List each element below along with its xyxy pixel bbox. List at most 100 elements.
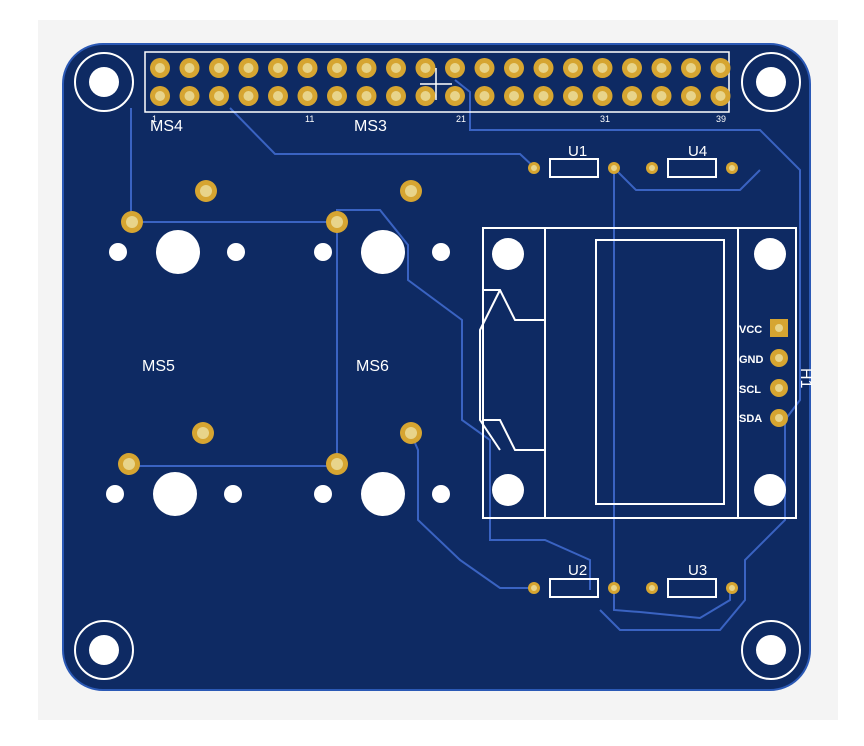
connector-pin-label-scl: SCL xyxy=(739,384,761,396)
switch-ref-ms3: MS3 xyxy=(354,118,387,135)
mounting-hole xyxy=(89,67,119,97)
switch-pad-hole xyxy=(405,427,417,439)
switch-pad-hole xyxy=(200,185,212,197)
header-pad-hole xyxy=(450,91,460,101)
header-pad-hole xyxy=(243,91,254,101)
header-pad-hole xyxy=(391,91,401,101)
header-pad-hole xyxy=(155,63,165,73)
switch-center-hole xyxy=(156,230,200,274)
header-pad-hole xyxy=(568,91,578,101)
header-pad-hole xyxy=(509,91,519,101)
header-pad-hole xyxy=(184,91,195,101)
component-body xyxy=(667,158,717,178)
switch-center-hole xyxy=(153,472,197,516)
header-pad-hole xyxy=(479,63,490,73)
trace xyxy=(613,167,761,191)
switch-peg-hole xyxy=(432,485,450,503)
display-mount-hole xyxy=(492,474,524,506)
connector-pad-hole xyxy=(775,414,783,422)
component-pad-hole xyxy=(611,585,617,591)
component-pad-hole xyxy=(649,585,655,591)
switch-peg-hole xyxy=(314,485,332,503)
component-ref-u3: U3 xyxy=(688,562,707,579)
display-connector-pads xyxy=(770,319,788,427)
component-ref-u4: U4 xyxy=(688,143,707,160)
display-mount-holes xyxy=(492,238,786,506)
mounting-holes xyxy=(74,52,801,680)
header-pad-hole xyxy=(302,91,313,101)
header-pin-marker-31: 31 xyxy=(600,114,610,124)
header-pad-hole xyxy=(509,63,519,73)
header-pad-hole xyxy=(538,91,549,101)
switch-pad-hole xyxy=(331,458,343,470)
switch-peg-hole xyxy=(109,243,127,261)
header-pin-marker-11: 11 xyxy=(305,114,314,124)
trace xyxy=(336,209,591,590)
header-pad-hole xyxy=(302,63,313,73)
trace xyxy=(411,435,533,589)
display-glass-outline xyxy=(544,227,739,519)
header-pad-hole xyxy=(597,91,608,101)
switch-peg-hole xyxy=(224,485,242,503)
switch-peg-hole xyxy=(227,243,245,261)
display-active-area xyxy=(595,239,725,505)
header-pad-hole xyxy=(332,63,342,73)
trace xyxy=(229,107,536,169)
header-pad-hole xyxy=(450,63,460,73)
header-pad-hole xyxy=(214,91,224,101)
connector-ref-h1: H1 xyxy=(797,368,814,389)
component-ref-u1: U1 xyxy=(568,143,587,160)
component-body xyxy=(667,578,717,598)
component-body xyxy=(549,158,599,178)
header-pad-hole xyxy=(597,63,608,73)
header-pin-marker-1: 1 xyxy=(152,114,157,124)
header-pad-hole xyxy=(627,91,637,101)
header-pad-hole xyxy=(184,63,195,73)
switch-ref-ms6: MS6 xyxy=(356,358,389,375)
connector-pad-hole xyxy=(775,354,783,362)
component-body xyxy=(549,578,599,598)
header-pad-hole xyxy=(656,63,667,73)
trace xyxy=(639,590,731,620)
component-pad-hole xyxy=(729,165,735,171)
header-pad-hole xyxy=(361,63,372,73)
header-pad-hole xyxy=(627,63,637,73)
mounting-hole-ring xyxy=(741,620,801,680)
header-pad-hole xyxy=(568,63,578,73)
display-flex-tab xyxy=(479,289,545,451)
mounting-hole-ring xyxy=(741,52,801,112)
header-pad-hole xyxy=(479,91,490,101)
mounting-hole-ring xyxy=(74,620,134,680)
pin1-crosshair-icon xyxy=(420,68,452,100)
header-pad-hole xyxy=(391,63,401,73)
header-pad-hole xyxy=(361,91,372,101)
header-pad-hole xyxy=(243,63,254,73)
header-pad-hole xyxy=(686,91,696,101)
switch-center-hole xyxy=(361,230,405,274)
mounting-hole-ring xyxy=(74,52,134,112)
switch-center-hole xyxy=(361,472,405,516)
display-mount-hole xyxy=(492,238,524,270)
connector-pin-label-sda: SDA xyxy=(739,413,762,425)
header-pad-hole xyxy=(656,91,667,101)
switch-ref-ms4: MS4 xyxy=(150,118,183,135)
switch-peg-hole xyxy=(106,485,124,503)
component-footprints xyxy=(528,158,738,598)
header-pad-hole xyxy=(715,63,726,73)
header-pad-hole xyxy=(420,91,431,101)
mounting-hole xyxy=(756,635,786,665)
switch-pad-hole xyxy=(331,216,343,228)
component-pad-hole xyxy=(531,585,537,591)
component-pad-hole xyxy=(611,165,617,171)
switch-pad-hole xyxy=(405,185,417,197)
header-pad-hole xyxy=(538,63,549,73)
mounting-hole xyxy=(89,635,119,665)
header-pad-hole xyxy=(686,63,696,73)
connector-pad-hole xyxy=(775,324,783,332)
display-mount-hole xyxy=(754,474,786,506)
switch-pad-hole xyxy=(123,458,135,470)
switch-peg-hole xyxy=(432,243,450,261)
header-outline xyxy=(144,51,730,113)
